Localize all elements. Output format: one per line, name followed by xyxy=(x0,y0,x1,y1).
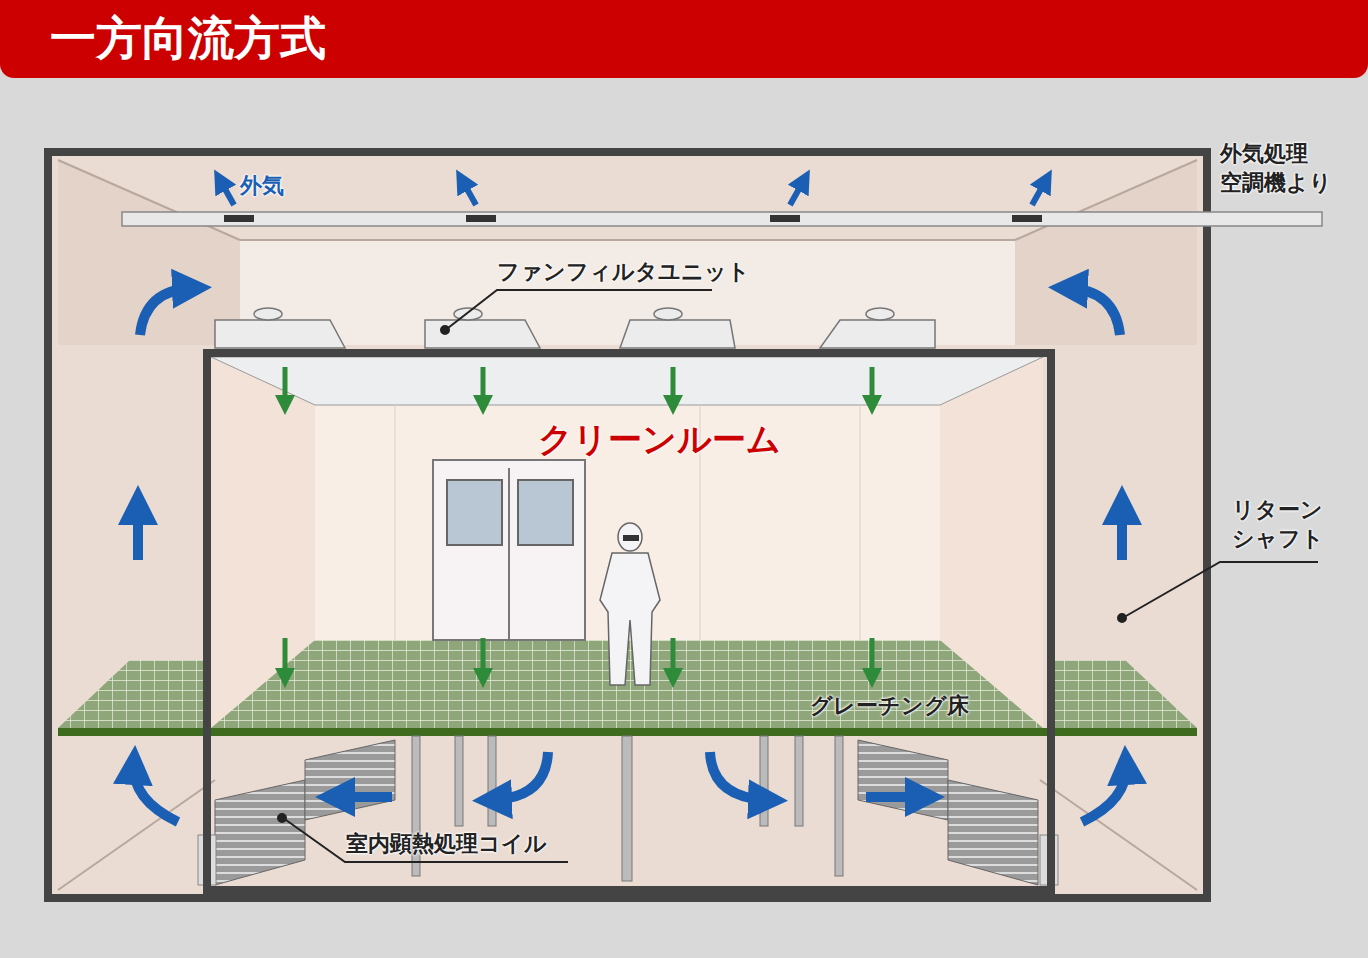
air-label: 外気 xyxy=(240,172,320,201)
part-label: ファンフィルタユニット xyxy=(497,258,737,287)
title-bar: 一方向流方式 xyxy=(0,0,1368,78)
source-label: 外気処理 空調機より xyxy=(1220,140,1360,197)
part-label: リターン シャフト xyxy=(1232,496,1342,553)
title-text: 一方向流方式 xyxy=(50,8,326,70)
room-name: クリーンルーム xyxy=(538,417,781,463)
part-label: 室内顕熱処理コイル xyxy=(346,830,586,859)
cleanroom-box: クリーンルーム xyxy=(203,349,1055,894)
part-label: グレーチング床 xyxy=(810,692,990,721)
